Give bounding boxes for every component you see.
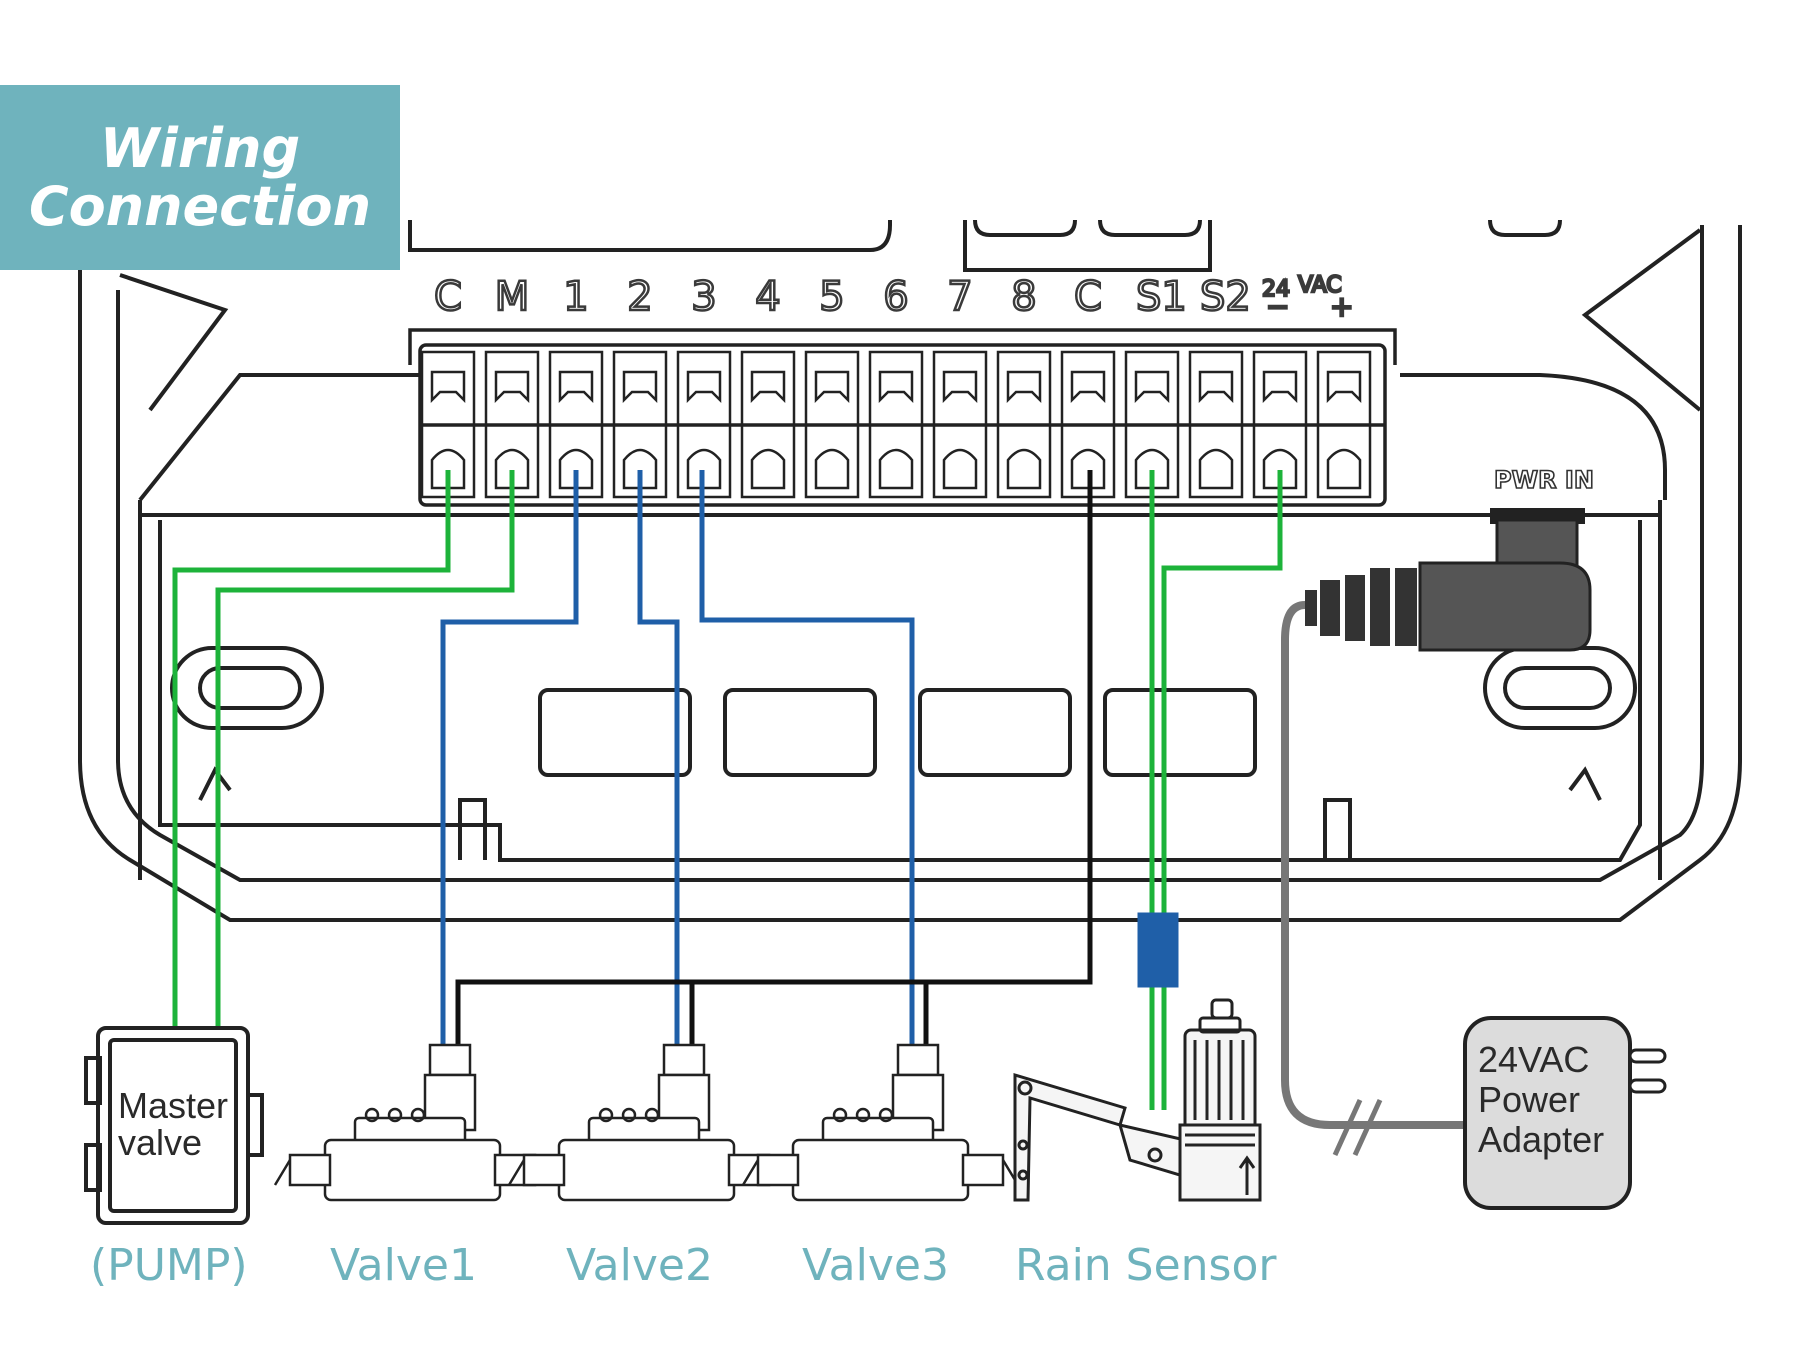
wire-connector (1137, 912, 1179, 988)
terminal-label: 3 (691, 274, 716, 320)
controller-housing (78, 219, 1742, 922)
terminal-cell (868, 350, 924, 499)
master-wire-c (172, 470, 451, 1030)
terminal-cell (1316, 350, 1372, 499)
title-banner: Wiring Connection (0, 85, 400, 270)
adapter-line1: 24VAC (1478, 1039, 1589, 1080)
valve1-wire (440, 470, 579, 1045)
solenoid-valve-3 (741, 1043, 1020, 1202)
common-wire (455, 470, 1093, 1045)
terminal-label: M (495, 274, 530, 320)
adapter-cable (1281, 601, 1465, 1129)
label-valve1: Valve1 (330, 1240, 477, 1291)
solenoid-valve-2 (507, 1043, 786, 1202)
terminal-label: 2 (627, 274, 652, 320)
terminal-label: 6 (883, 274, 908, 320)
valve2-wire (637, 470, 680, 1045)
pwr-in-label: PWR IN (1494, 466, 1594, 494)
terminal-label: S1 (1136, 274, 1187, 320)
solenoid-valve-1 (273, 1043, 552, 1202)
terminal-cell (996, 350, 1052, 499)
banner-line1: Wiring (99, 116, 301, 180)
terminal-label: 1 (563, 274, 588, 320)
master-valve-line1: Master (118, 1085, 228, 1126)
terminal-label: 7 (947, 274, 972, 320)
terminal-label: C (434, 274, 462, 320)
terminal-cell (1188, 350, 1244, 499)
master-wire-m (215, 470, 515, 1030)
power-jack (1305, 508, 1592, 652)
terminal-label: S2 (1200, 274, 1251, 320)
terminal-label: C (1074, 274, 1102, 320)
terminal-label: 5 (819, 274, 844, 320)
power-adapter: 24VAC Power Adapter (1463, 1016, 1667, 1210)
valves (273, 1043, 1020, 1202)
rain-sensor-wire-s2 (1161, 470, 1283, 1110)
adapter-line3: Adapter (1478, 1119, 1604, 1160)
wires (172, 470, 1465, 1157)
label-valve3: Valve3 (802, 1240, 949, 1291)
rain-sensor (1013, 998, 1262, 1202)
terminal-cell (804, 350, 860, 499)
master-valve-line2: valve (118, 1122, 202, 1163)
power-terminal-label: 24 VAC − + (1261, 272, 1355, 325)
power-minus-label: − (1266, 290, 1289, 323)
adapter-line2: Power (1478, 1079, 1580, 1120)
terminal-cell (932, 350, 988, 499)
power-plus-label: + (1330, 290, 1353, 323)
terminal-label: 4 (755, 274, 780, 320)
valve3-wire (699, 470, 915, 1045)
power-unit-label: VAC (1298, 273, 1342, 298)
terminal-block (408, 328, 1397, 507)
label-valve2: Valve2 (566, 1240, 713, 1291)
label-rain-sensor: Rain Sensor (1015, 1240, 1277, 1291)
power-voltage-label: 24 (1262, 277, 1290, 302)
terminal-cell (740, 350, 796, 499)
banner-line2: Connection (28, 174, 372, 238)
terminal-label: 8 (1011, 274, 1036, 320)
terminal-cells (420, 350, 1372, 499)
label-pump: (PUMP) (90, 1240, 248, 1291)
master-valve: Master valve (84, 1026, 264, 1225)
